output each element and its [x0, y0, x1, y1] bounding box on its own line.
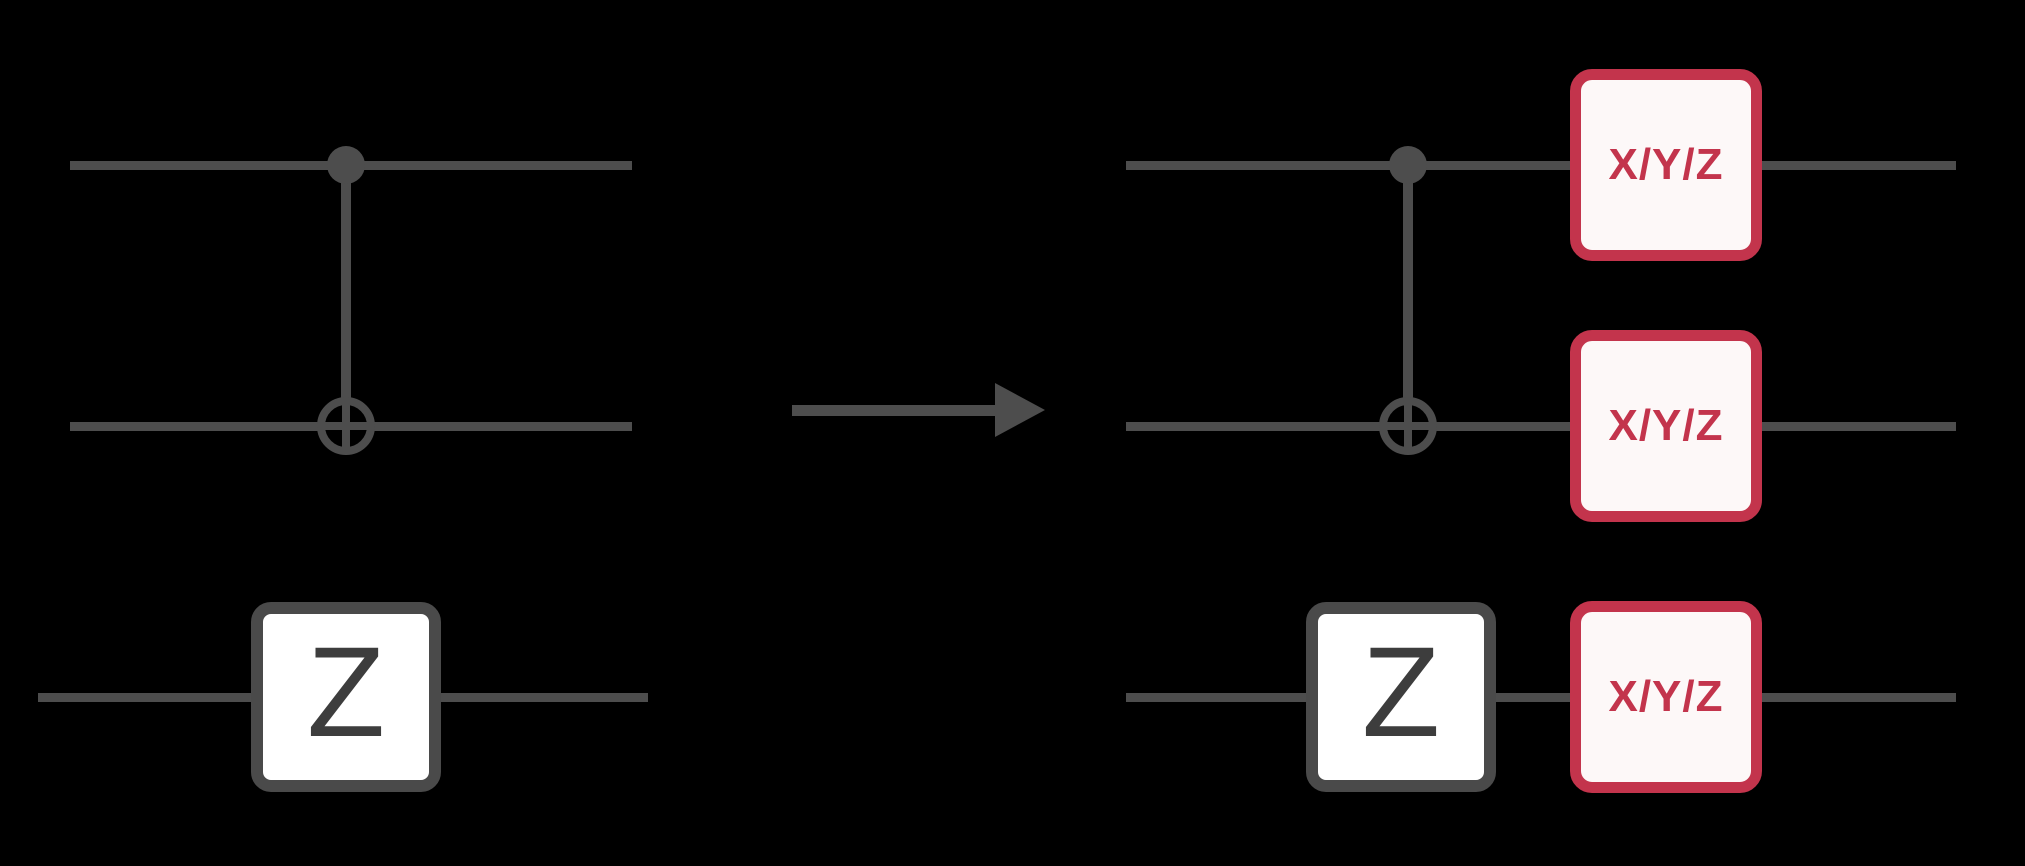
- cnot-target-cross-vertical: [1404, 405, 1412, 447]
- arrow-shaft: [792, 405, 997, 416]
- cnot-target-icon-right: [1379, 397, 1437, 455]
- noise-gate-box-q3: X/Y/Z: [1570, 601, 1762, 793]
- qubit-wire-3-right: [1126, 693, 1956, 702]
- cnot-control-dot-right: [1389, 146, 1427, 184]
- z-gate-label-right: Z: [1361, 621, 1441, 764]
- cnot-connector-line-left: [341, 165, 351, 426]
- noise-gate-box-q2: X/Y/Z: [1570, 330, 1762, 522]
- z-gate-box-right: Z: [1306, 602, 1496, 792]
- cnot-target-icon-left: [317, 397, 375, 455]
- noise-gate-box-q1: X/Y/Z: [1570, 69, 1762, 261]
- z-gate-label-left: Z: [306, 621, 386, 764]
- qubit-wire-2-right: [1126, 422, 1956, 431]
- cnot-target-cross-vertical: [342, 405, 350, 447]
- z-gate-box-left: Z: [251, 602, 441, 792]
- noise-gate-label-q1: X/Y/Z: [1608, 140, 1724, 189]
- cnot-control-dot-left: [327, 146, 365, 184]
- cnot-connector-line-right: [1403, 165, 1413, 426]
- qubit-wire-1-right: [1126, 161, 1956, 170]
- noise-gate-label-q2: X/Y/Z: [1608, 401, 1724, 450]
- noise-gate-label-q3: X/Y/Z: [1608, 672, 1724, 721]
- arrow-head-icon: [995, 383, 1045, 437]
